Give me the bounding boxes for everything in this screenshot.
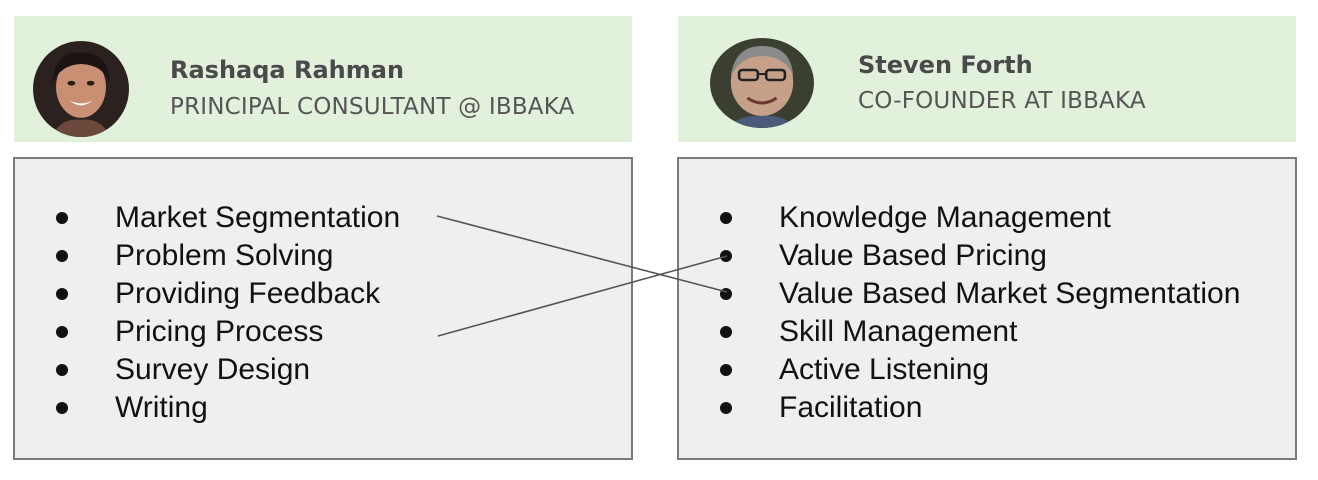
person-role: CO-FOUNDER AT IBBAKA <box>858 88 1146 114</box>
skill-label: Facilitation <box>779 391 923 424</box>
skill-label: Active Listening <box>779 353 990 386</box>
bullet-icon <box>720 288 732 300</box>
avatar-photo <box>710 38 814 128</box>
skills-box-right: Knowledge Management Value Based Pricing… <box>677 157 1297 460</box>
skill-label: Knowledge Management <box>779 201 1111 234</box>
person-name: Steven Forth <box>858 51 1033 79</box>
bullet-icon <box>56 250 68 262</box>
bullet-icon <box>56 212 68 224</box>
avatar-photo <box>33 41 129 137</box>
bullet-icon <box>56 288 68 300</box>
bullet-icon <box>720 326 732 338</box>
skill-label: Survey Design <box>115 353 311 386</box>
bullet-icon <box>56 402 68 414</box>
person-role: PRINCIPAL CONSULTANT @ IBBAKA <box>170 94 575 120</box>
person-name: Rashaqa Rahman <box>170 56 405 84</box>
skill-label: Pricing Process <box>115 315 324 348</box>
person-portrait-icon <box>710 38 814 128</box>
skill-label: Market Segmentation <box>115 201 401 234</box>
person-portrait-icon <box>33 41 129 137</box>
bullet-icon <box>56 364 68 376</box>
bullet-icon <box>720 402 732 414</box>
skill-label: Writing <box>115 391 208 424</box>
bullet-icon <box>56 326 68 338</box>
skill-label: Problem Solving <box>115 239 334 272</box>
skills-box-left: Market Segmentation Problem Solving Prov… <box>13 157 633 460</box>
skill-label: Skill Management <box>779 315 1018 348</box>
bullet-icon <box>720 212 732 224</box>
skill-label: Value Based Market Segmentation <box>779 277 1241 310</box>
skill-label: Providing Feedback <box>115 277 381 310</box>
bullet-icon <box>720 250 732 262</box>
profile-header-rashaqa: Rashaqa Rahman PRINCIPAL CONSULTANT @ IB… <box>14 16 632 142</box>
bullet-icon <box>720 364 732 376</box>
profile-header-steven: Steven Forth CO-FOUNDER AT IBBAKA <box>678 16 1296 142</box>
skill-label: Value Based Pricing <box>779 239 1047 272</box>
